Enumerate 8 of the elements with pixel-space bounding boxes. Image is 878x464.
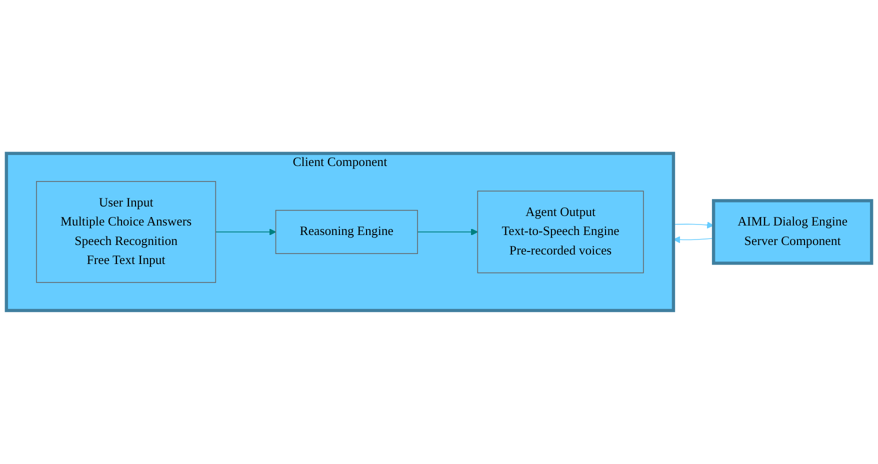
arrow <box>417 228 478 236</box>
node-box: AIML Dialog Engine Server Component <box>712 199 874 265</box>
node-box: User Input Multiple Choice Answers Speech Recognition Free Text Input <box>36 181 216 283</box>
node-box: Reasoning Engine <box>275 210 418 254</box>
arrow <box>673 222 714 229</box>
node-box: Agent Output Text-to-Speech Engine Pre-recorded voices <box>477 190 644 274</box>
arrow <box>673 236 714 244</box>
arrow <box>215 228 276 236</box>
